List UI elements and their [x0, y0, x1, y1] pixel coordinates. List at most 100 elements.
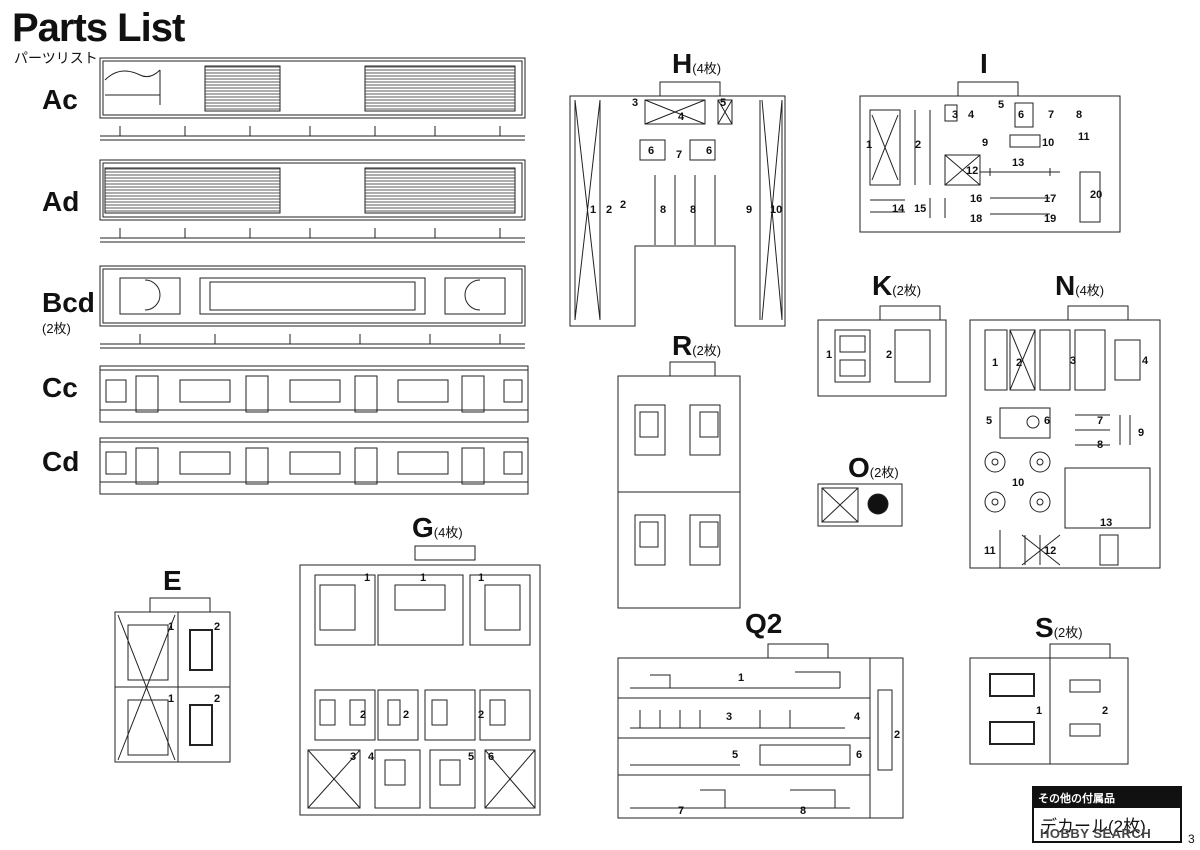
sprue-h-label: H(4枚) — [672, 48, 721, 80]
part-number: 9 — [982, 137, 989, 149]
part-number: 9 — [1138, 427, 1145, 439]
part-number: 6 — [648, 145, 655, 157]
part-number: 1 — [168, 693, 175, 705]
part-number: 6 — [706, 145, 713, 157]
part-number: 5 — [720, 97, 727, 109]
part-number: 3 — [632, 97, 639, 109]
sprue-k-letter: K — [872, 270, 893, 301]
part-number: 6 — [1018, 109, 1025, 121]
sprue-i — [859, 81, 1121, 233]
part-number: 4 — [368, 751, 375, 763]
part-number: 1 — [478, 572, 485, 584]
part-number: 8 — [690, 204, 697, 216]
part-number: 1 — [738, 672, 745, 684]
part-number: 8 — [660, 204, 667, 216]
watermark: HOBBY SEARCH — [1040, 826, 1152, 841]
part-number: 19 — [1044, 213, 1057, 225]
sprue-o-letter: O — [848, 452, 870, 483]
part-number: 17 — [1044, 193, 1057, 205]
part-number: 1 — [168, 621, 175, 633]
sprue-g — [299, 545, 541, 816]
sprue-n-label: N(4枚) — [1055, 270, 1104, 302]
sprue-s-letter: S — [1035, 612, 1054, 643]
sprue-q2 — [617, 643, 904, 819]
part-number: 3 — [350, 751, 357, 763]
page-number: 3 — [1188, 832, 1195, 846]
part-number: 3 — [726, 711, 733, 723]
part-number: 8 — [1097, 439, 1104, 451]
sprue-h — [569, 81, 786, 327]
part-number: 2 — [360, 709, 367, 721]
part-number: 12 — [1044, 545, 1057, 557]
sprue-n — [969, 305, 1161, 569]
part-number: 2 — [478, 709, 485, 721]
sprue-k-label: K(2枚) — [872, 270, 921, 302]
part-number: 16 — [970, 193, 983, 205]
part-number: 6 — [1044, 415, 1051, 427]
sprue-s — [969, 643, 1129, 765]
part-number: 5 — [732, 749, 739, 761]
sprue-g-label: G(4枚) — [412, 512, 463, 544]
part-number: 8 — [1076, 109, 1083, 121]
part-number: 4 — [854, 711, 861, 723]
part-number: 10 — [770, 204, 783, 216]
part-number: 5 — [468, 751, 475, 763]
sprue-s-qty: (2枚) — [1053, 625, 1083, 640]
sprue-n-qty: (4枚) — [1075, 283, 1105, 298]
part-number: 2 — [403, 709, 410, 721]
part-number: 6 — [488, 751, 495, 763]
body-label-cd: Cd — [42, 446, 80, 477]
sprue-o-qty: (2枚) — [869, 465, 899, 480]
part-number: 2 — [214, 621, 221, 633]
sprue-i-label: I — [980, 48, 988, 79]
part-number: 1 — [866, 139, 873, 151]
part-number: 3 — [1070, 355, 1077, 367]
body-qty-bcd: (2枚) — [42, 321, 71, 336]
part-number: 13 — [1012, 157, 1025, 169]
sprue-r — [617, 361, 741, 609]
part-number: 10 — [1012, 477, 1025, 489]
part-number: 8 — [800, 805, 807, 817]
part-number: 2 — [606, 204, 613, 216]
sprue-k-qty: (2枚) — [892, 283, 922, 298]
body-label-cc: Cc — [42, 372, 78, 403]
sprue-r-qty: (2枚) — [692, 343, 722, 358]
part-number: 1 — [992, 357, 999, 369]
accessories-box: その他の付属品 デカール(2枚) — [1032, 786, 1182, 843]
part-number: 11 — [984, 545, 996, 557]
sprue-s-label: S(2枚) — [1035, 612, 1083, 644]
sprue-g-letter: G — [412, 512, 434, 543]
sprue-h-qty: (4枚) — [692, 61, 722, 76]
part-number: 4 — [1142, 355, 1149, 367]
accessories-item: デカール(2枚) — [1040, 817, 1146, 836]
part-number: 2 — [620, 199, 627, 211]
part-number: 18 — [970, 213, 983, 225]
part-number: 1 — [826, 349, 833, 361]
page-subtitle: パーツリスト — [14, 50, 98, 66]
part-number: 15 — [914, 203, 927, 215]
part-number: 5 — [998, 99, 1005, 111]
part-number: 2 — [1102, 705, 1109, 717]
part-number: 7 — [1097, 415, 1104, 427]
part-number: 2 — [886, 349, 893, 361]
part-number: 20 — [1090, 189, 1103, 201]
sprue-h-letter: H — [672, 48, 693, 79]
part-number: 4 — [678, 111, 685, 123]
body-bcd — [99, 265, 526, 349]
sprue-g-qty: (4枚) — [433, 525, 463, 540]
sprue-r-letter: R — [672, 330, 693, 361]
part-number: 12 — [966, 165, 979, 177]
part-number: 1 — [364, 572, 371, 584]
part-number: 1 — [590, 204, 597, 216]
body-ad — [99, 159, 526, 243]
part-number: 2 — [1016, 357, 1023, 369]
part-number: 7 — [676, 149, 683, 161]
part-number: 10 — [1042, 137, 1055, 149]
part-number: 2 — [915, 139, 922, 151]
sprue-r-label: R(2枚) — [672, 330, 721, 362]
accessories-heading: その他の付属品 — [1034, 788, 1180, 808]
part-number: 4 — [968, 109, 975, 121]
body-cc — [99, 365, 529, 423]
part-number: 2 — [214, 693, 221, 705]
part-number: 11 — [1078, 131, 1090, 143]
